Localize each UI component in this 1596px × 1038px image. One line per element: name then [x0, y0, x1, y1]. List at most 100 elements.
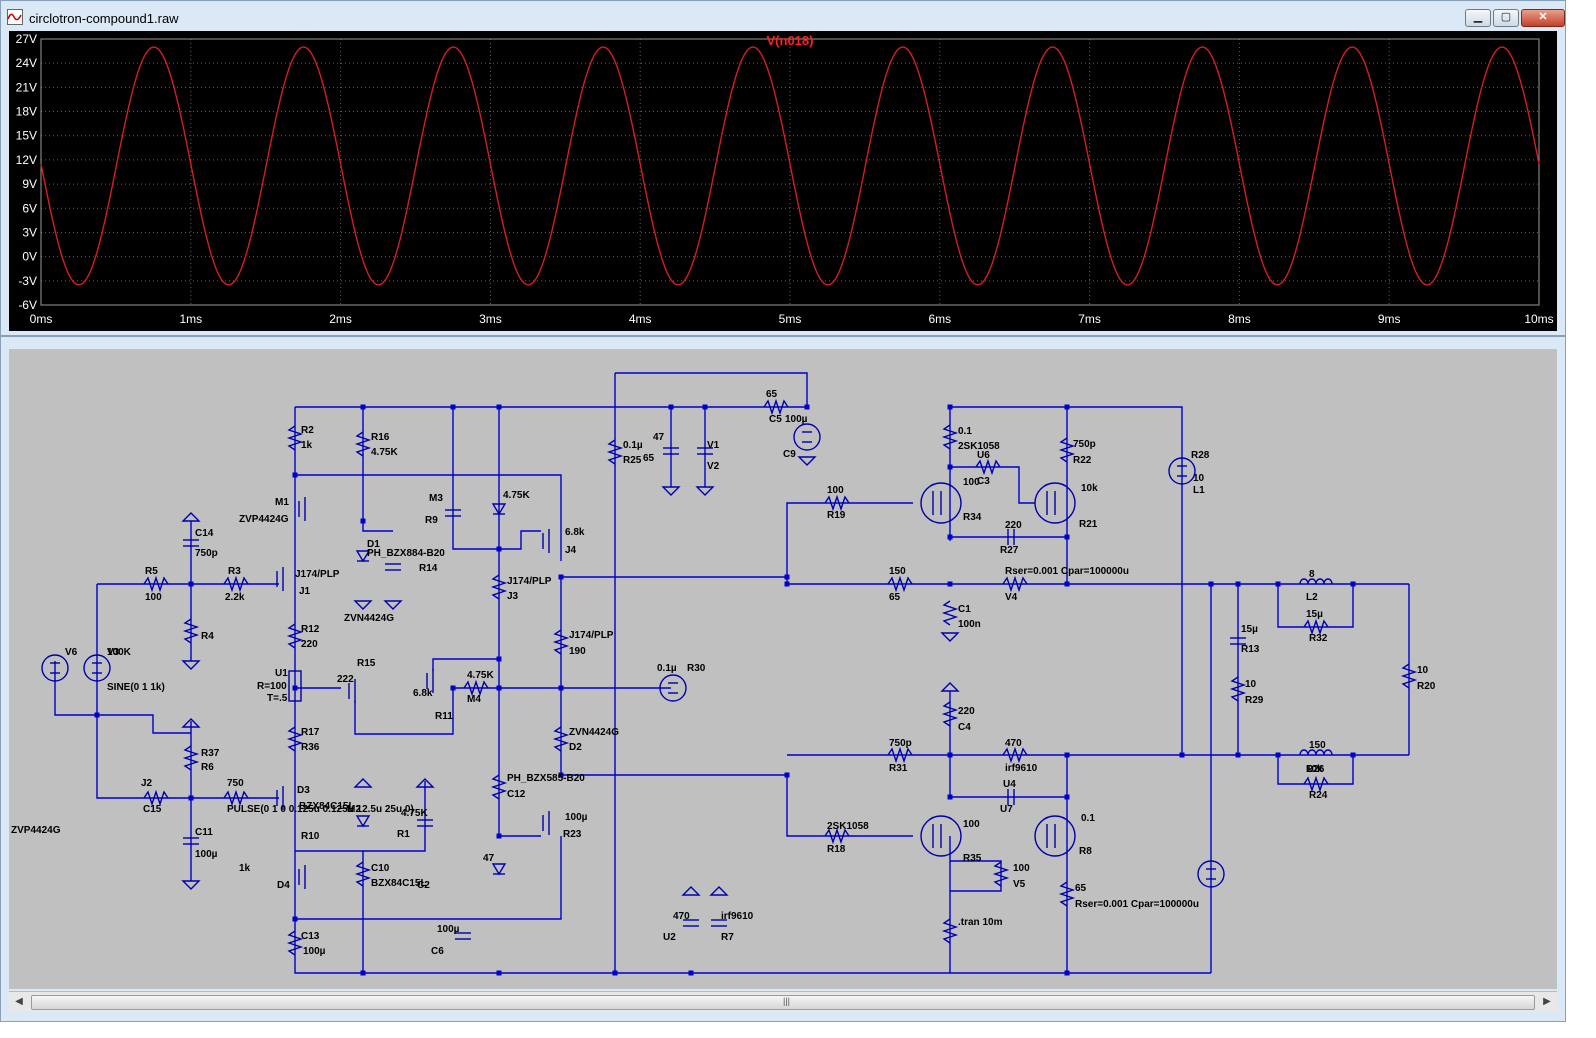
schematic-label: Rser=0.001 Cpar=100000u: [1005, 566, 1129, 577]
maximize-button[interactable]: ▢: [1493, 9, 1519, 27]
junction-dot: [784, 772, 790, 778]
schematic-label: 4.75K: [371, 447, 398, 458]
y-tick-label: 21V: [16, 80, 37, 94]
junction-dot: [1064, 752, 1070, 758]
schematic-label: V5: [1013, 879, 1026, 890]
voltage-source: [793, 423, 821, 451]
schematic-label: 10: [1417, 665, 1429, 676]
wire: [499, 530, 541, 550]
schematic-label: 100: [145, 592, 162, 603]
schematic-label: R17: [301, 727, 320, 738]
scroll-right-icon[interactable]: ▶: [1543, 996, 1551, 1007]
minimize-button[interactable]: ▁: [1465, 9, 1491, 27]
junction-dot: [360, 518, 366, 524]
schematic-label: R32: [1309, 633, 1328, 644]
schematic-label: C14: [195, 528, 214, 539]
schematic-label: PULSE(0 1 0 0.125u 0.125u 12.5u 25u 0): [227, 804, 414, 815]
wire: [950, 860, 1002, 892]
waveform-titlebar[interactable]: circlotron-compound1.raw ▁ ▢ ✕: [1, 1, 1565, 31]
resistor: [286, 623, 304, 649]
ground-symbol: [797, 456, 817, 466]
y-tick-label: 12V: [16, 153, 37, 167]
schematic-label: R30: [687, 663, 706, 674]
junction-dot: [558, 685, 564, 691]
horizontal-scrollbar[interactable]: ◀ ||| ▶: [9, 991, 1557, 1011]
schematic-label: L2: [1306, 592, 1318, 603]
schematic-label: V2: [707, 461, 720, 472]
junction-dot: [947, 794, 953, 800]
resistor: [463, 679, 489, 697]
resistor: [887, 575, 913, 593]
schematic-label: U6: [977, 450, 990, 461]
schematic-label: 0.1: [1081, 813, 1095, 824]
resistor: [1229, 676, 1247, 702]
resistor: [763, 398, 789, 416]
schematic-label: 100n: [958, 619, 981, 630]
schematic-wires: [54, 372, 1410, 974]
schematic-label: R7: [721, 932, 734, 943]
trace-name-label: V(n018): [767, 33, 814, 48]
schematic-label: 4.75K: [401, 808, 428, 819]
wire: [96, 715, 279, 799]
scroll-left-icon[interactable]: ◀: [15, 996, 23, 1007]
close-button[interactable]: ✕: [1521, 9, 1565, 27]
schematic-label: 0.1µ: [623, 440, 643, 451]
schematic-label: 100µ: [195, 849, 218, 860]
y-tick-label: 27V: [16, 32, 37, 46]
junction-dot: [1275, 752, 1281, 758]
schematic-label: J174/PLP: [507, 576, 552, 587]
schematic-label: J174/PLP: [295, 569, 340, 580]
scrollbar-thumb[interactable]: |||: [31, 995, 1535, 1010]
schematic-label: R24: [1309, 790, 1328, 801]
resistor: [992, 861, 1010, 887]
y-tick-label: -3V: [18, 274, 37, 288]
resistor: [182, 745, 200, 771]
schematic-label: ZVP4424G: [239, 514, 289, 525]
schematic-label: ZVP4424G: [11, 825, 61, 836]
diode: [355, 550, 371, 563]
ground-symbol: [940, 632, 960, 642]
ground-symbol: [181, 660, 201, 670]
schematic-label: V4: [1005, 592, 1018, 603]
schematic-label: 1k: [301, 440, 313, 451]
schematic-label: 2SK1058: [827, 821, 869, 832]
wire: [561, 502, 913, 578]
schematic-label: 750p: [1073, 439, 1096, 450]
schematic-label: R9: [425, 515, 438, 526]
schematic-label: 100: [963, 819, 980, 830]
schematic-label: 150: [889, 566, 906, 577]
supply-arrow: [353, 778, 373, 788]
x-tick-label: 0ms: [30, 312, 53, 326]
schematic-label: 47: [653, 432, 665, 443]
schematic-label: R4: [201, 631, 214, 642]
schematic-label: U1: [275, 668, 288, 679]
junction-dot: [496, 833, 502, 839]
schematic-label: 10: [1245, 679, 1257, 690]
schematic-label: R35: [963, 853, 982, 864]
junction-dot: [496, 404, 502, 410]
x-tick-label: 6ms: [928, 312, 951, 326]
supply-arrow: [681, 886, 701, 896]
wire: [295, 474, 562, 561]
x-tick-label: 7ms: [1078, 312, 1101, 326]
schematic-label: R28: [1191, 450, 1210, 461]
schematic-label: L1: [1193, 485, 1205, 496]
ground-symbol: [695, 486, 715, 496]
x-tick-label: 8ms: [1228, 312, 1251, 326]
schematic-label: 190: [569, 646, 586, 657]
schematic-label: R3: [228, 566, 241, 577]
schematic-label: 220: [301, 639, 318, 650]
schematic-label: R8: [1079, 846, 1092, 857]
schematic-label: 1k: [239, 863, 251, 874]
supply-arrow: [415, 778, 435, 788]
junction-dot: [360, 404, 366, 410]
schematic-label: 10k: [1081, 483, 1098, 494]
schematic-label: R5: [145, 566, 158, 577]
resistor: [552, 726, 570, 752]
schematic-label: C5: [769, 414, 782, 425]
junction-dot: [360, 970, 366, 976]
schematic-label: 100: [1013, 863, 1030, 874]
